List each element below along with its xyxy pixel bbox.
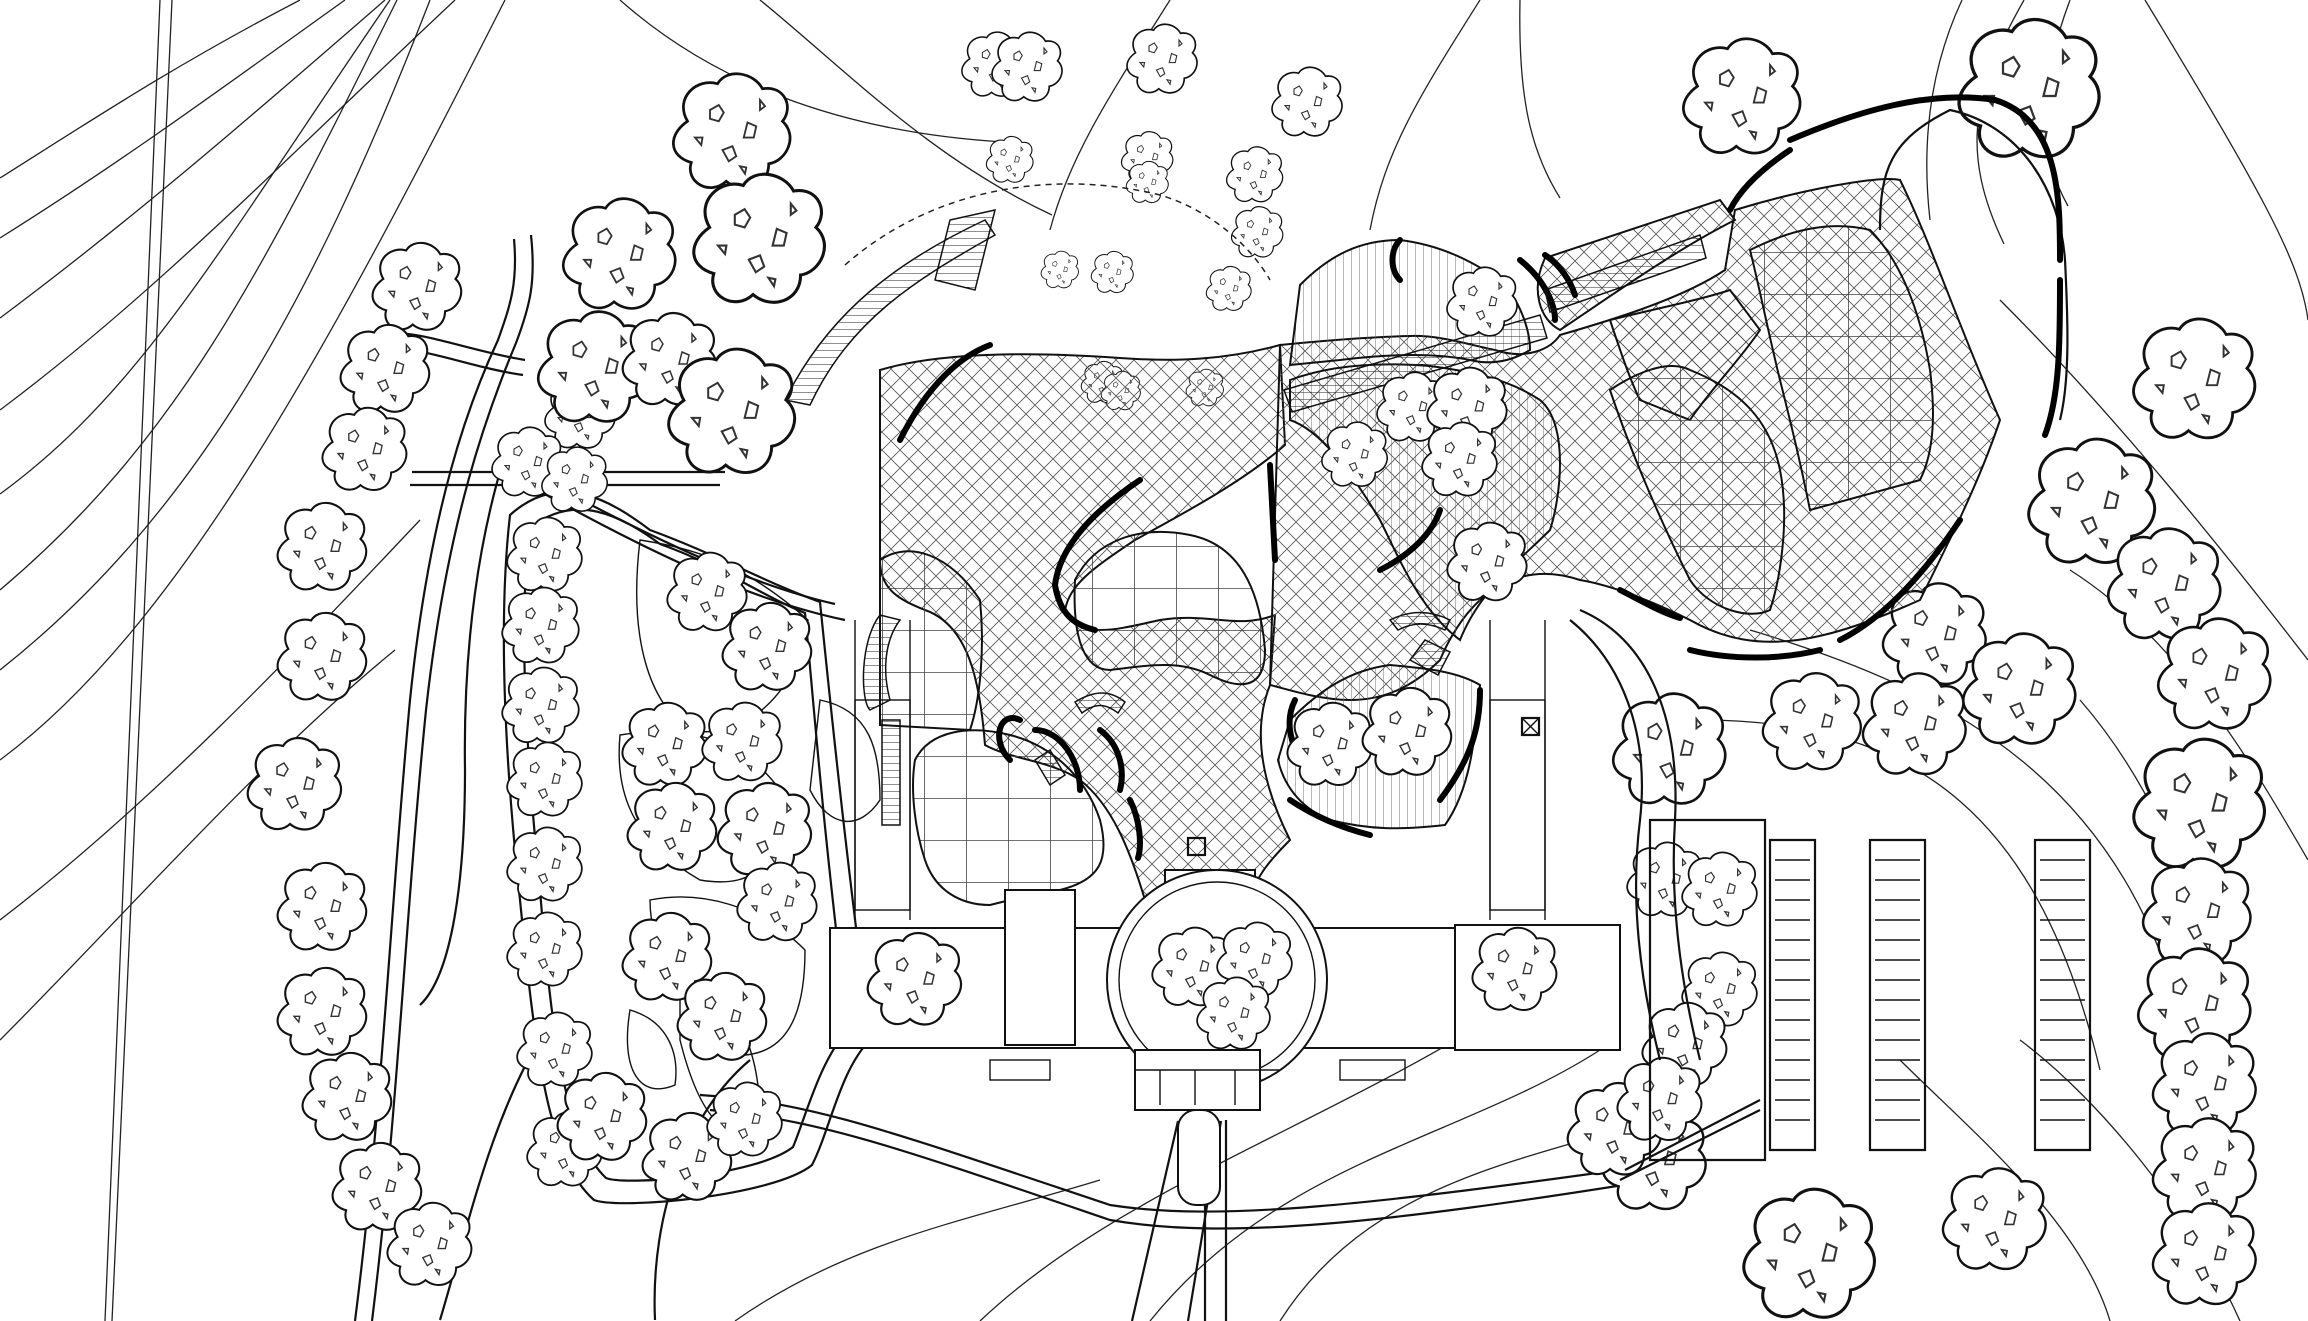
column-grid bbox=[854, 620, 1546, 920]
tree-canopy-icon bbox=[556, 1071, 648, 1161]
tree-canopy-icon bbox=[1961, 632, 2077, 745]
tree-canopy-icon bbox=[1126, 23, 1198, 94]
tree-canopy-icon bbox=[2106, 527, 2222, 640]
tree-canopy-icon bbox=[561, 197, 677, 310]
tree-canopy-icon bbox=[1446, 521, 1528, 602]
stairs-and-ramps bbox=[783, 183, 1707, 787]
tree-canopy-icon bbox=[321, 406, 408, 492]
tree-canopy-icon bbox=[506, 826, 583, 902]
tree-canopy-icon bbox=[1957, 17, 2101, 159]
tree-canopy-icon bbox=[371, 241, 463, 331]
tree-canopy-icon bbox=[676, 971, 768, 1061]
tree-canopy-icon bbox=[626, 781, 718, 871]
tree-canopy-icon bbox=[701, 701, 783, 782]
column-grid-icon bbox=[854, 620, 911, 920]
tree-canopy-icon bbox=[736, 861, 818, 942]
tree-canopy-icon bbox=[1681, 851, 1758, 927]
tree-canopy-icon bbox=[716, 781, 813, 876]
tree-canopy-icon bbox=[501, 586, 580, 664]
perimeter-trees-left bbox=[246, 241, 473, 1287]
tree-canopy-icon bbox=[506, 911, 583, 987]
tree-canopy-icon bbox=[276, 966, 368, 1056]
tree-canopy-icon bbox=[506, 516, 583, 592]
tree-canopy-icon bbox=[706, 1081, 783, 1157]
tree-canopy-icon bbox=[2132, 317, 2257, 440]
parking-stall-icon bbox=[1775, 859, 1810, 1121]
tree-canopy-icon bbox=[721, 601, 813, 691]
parking-stall-icon bbox=[2040, 859, 2085, 1121]
tree-canopy-icon bbox=[1271, 66, 1343, 137]
tree-canopy-icon bbox=[276, 611, 368, 701]
tree-canopy-icon bbox=[506, 741, 583, 817]
tree-canopy-icon bbox=[276, 861, 368, 951]
tree-canopy-icon bbox=[1941, 1167, 2047, 1271]
tree-canopy-icon bbox=[1230, 206, 1284, 258]
tree-canopy-icon bbox=[985, 135, 1034, 183]
tree-canopy-icon bbox=[1225, 146, 1284, 203]
tree-canopy-icon bbox=[1761, 672, 1862, 771]
parking-stall-icon bbox=[1875, 859, 1920, 1121]
tree-canopy-icon bbox=[516, 1011, 593, 1087]
tree-canopy-icon bbox=[2156, 617, 2272, 730]
tree-canopy-icon bbox=[692, 172, 826, 304]
tree-canopy-icon bbox=[2132, 737, 2266, 869]
tree-canopy-icon bbox=[1125, 160, 1169, 204]
tree-canopy-icon bbox=[541, 446, 608, 512]
tree-canopy-icon bbox=[1682, 37, 1802, 155]
stair-icon bbox=[1408, 639, 1452, 677]
column-grid-icon bbox=[1489, 620, 1546, 920]
parking-area bbox=[1569, 608, 2092, 1181]
tree-canopy-icon bbox=[301, 1051, 393, 1141]
tree-canopy-icon bbox=[621, 701, 708, 787]
tree-canopy-icon bbox=[1090, 250, 1134, 294]
tree-canopy-icon bbox=[672, 72, 792, 190]
tree-canopy-icon bbox=[246, 736, 343, 831]
tree-canopy-icon bbox=[991, 31, 1063, 102]
tree-canopy-icon bbox=[1040, 250, 1079, 289]
tree-canopy-icon bbox=[1742, 1187, 1876, 1319]
tree-canopy-icon bbox=[2151, 1202, 2257, 1306]
tree-canopy-icon bbox=[501, 666, 580, 744]
left-garden-trees bbox=[491, 378, 818, 1201]
tree-canopy-icon bbox=[1205, 265, 1252, 311]
tree-canopy-icon bbox=[339, 323, 431, 413]
tree-canopy-icon bbox=[386, 1201, 473, 1287]
tree-canopy-icon bbox=[276, 501, 368, 591]
tree-canopy-icon bbox=[667, 347, 797, 475]
stair-icon bbox=[1033, 748, 1067, 787]
tree-canopy-icon bbox=[1861, 672, 1967, 776]
